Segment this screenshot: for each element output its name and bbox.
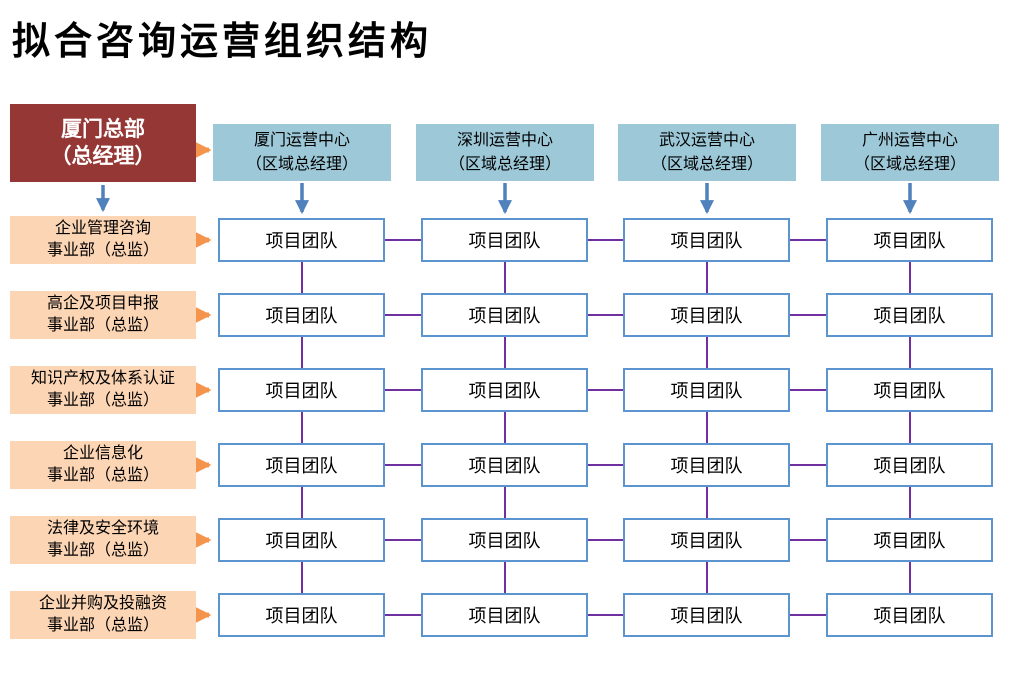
project-team-label: 项目团队 — [468, 456, 541, 476]
division-box-ip-certification: 知识产权及体系认证 事业部（总监） — [10, 366, 196, 414]
project-team-box: 项目团队 — [218, 293, 385, 337]
project-team-box: 项目团队 — [421, 218, 588, 262]
division-name: 知识产权及体系认证 — [30, 369, 175, 387]
project-team-label: 项目团队 — [468, 531, 541, 551]
project-team-label: 项目团队 — [670, 381, 743, 401]
project-team-label: 项目团队 — [670, 606, 743, 626]
project-team-label: 项目团队 — [265, 531, 338, 551]
division-name: 企业信息化 — [62, 444, 143, 462]
project-team-box: 项目团队 — [421, 593, 588, 637]
project-team-box: 项目团队 — [623, 368, 790, 412]
division-box-ma-investment: 企业并购及投融资 事业部（总监） — [10, 591, 196, 639]
project-team-box: 项目团队 — [826, 368, 993, 412]
project-team-box: 项目团队 — [218, 518, 385, 562]
division-role: 事业部（总监） — [46, 392, 159, 409]
project-team-label: 项目团队 — [873, 606, 946, 626]
project-team-box: 项目团队 — [421, 443, 588, 487]
project-team-box: 项目团队 — [421, 368, 588, 412]
division-role: 事业部（总监） — [46, 617, 159, 634]
project-team-box: 项目团队 — [623, 218, 790, 262]
headquarters-name: 厦门总部 — [61, 117, 145, 141]
project-team-box: 项目团队 — [218, 593, 385, 637]
division-box-informatization: 企业信息化 事业部（总监） — [10, 441, 196, 489]
project-team-box: 项目团队 — [421, 518, 588, 562]
project-team-box: 项目团队 — [623, 293, 790, 337]
project-team-label: 项目团队 — [468, 231, 541, 251]
project-team-label: 项目团队 — [873, 456, 946, 476]
center-box-wuhan: 武汉运营中心 （区域总经理） — [618, 124, 796, 181]
division-box-legal-safety: 法律及安全环境 事业部（总监） — [10, 516, 196, 564]
division-name: 法律及安全环境 — [46, 519, 159, 537]
center-name: 广州运营中心 — [861, 132, 958, 150]
center-role: （区域总经理） — [245, 155, 358, 173]
project-team-label: 项目团队 — [873, 231, 946, 251]
project-team-label: 项目团队 — [265, 606, 338, 626]
project-team-label: 项目团队 — [670, 306, 743, 326]
project-team-box: 项目团队 — [623, 518, 790, 562]
headquarters-role: （总经理） — [50, 145, 156, 168]
project-team-box: 项目团队 — [421, 293, 588, 337]
project-team-box: 项目团队 — [826, 293, 993, 337]
division-role: 事业部（总监） — [46, 317, 159, 334]
center-role: （区域总经理） — [448, 155, 561, 173]
project-team-box: 项目团队 — [826, 218, 993, 262]
project-team-label: 项目团队 — [873, 306, 946, 326]
project-team-label: 项目团队 — [670, 531, 743, 551]
center-name: 厦门运营中心 — [253, 132, 350, 150]
division-name: 企业并购及投融资 — [38, 594, 167, 612]
center-name: 深圳运营中心 — [456, 132, 553, 150]
project-team-label: 项目团队 — [265, 231, 338, 251]
center-box-shenzhen: 深圳运营中心 （区域总经理） — [416, 124, 594, 181]
project-team-box: 项目团队 — [826, 443, 993, 487]
division-role: 事业部（总监） — [46, 467, 159, 484]
project-team-label: 项目团队 — [265, 306, 338, 326]
division-box-management-consulting: 企业管理咨询 事业部（总监） — [10, 216, 196, 264]
project-team-label: 项目团队 — [265, 381, 338, 401]
division-name: 企业管理咨询 — [54, 219, 151, 237]
project-team-label: 项目团队 — [468, 606, 541, 626]
project-team-box: 项目团队 — [218, 218, 385, 262]
division-box-hightech-filing: 高企及项目申报 事业部（总监） — [10, 291, 196, 339]
page-title: 拟合咨询运营组织结构 — [12, 21, 433, 63]
project-team-label: 项目团队 — [670, 456, 743, 476]
project-team-label: 项目团队 — [670, 231, 743, 251]
division-name: 高企及项目申报 — [46, 294, 159, 312]
project-team-box: 项目团队 — [826, 518, 993, 562]
project-team-label: 项目团队 — [265, 456, 338, 476]
project-team-label: 项目团队 — [873, 381, 946, 401]
project-team-box: 项目团队 — [623, 593, 790, 637]
division-role: 事业部（总监） — [46, 542, 159, 559]
center-box-xiamen: 厦门运营中心 （区域总经理） — [213, 124, 391, 181]
project-team-label: 项目团队 — [873, 531, 946, 551]
project-team-label: 项目团队 — [468, 381, 541, 401]
center-box-guangzhou: 广州运营中心 （区域总经理） — [821, 124, 999, 181]
project-team-box: 项目团队 — [218, 443, 385, 487]
division-role: 事业部（总监） — [46, 242, 159, 259]
center-role: （区域总经理） — [650, 155, 763, 173]
center-role: （区域总经理） — [853, 155, 966, 173]
project-team-label: 项目团队 — [468, 306, 541, 326]
project-team-box: 项目团队 — [623, 443, 790, 487]
project-team-box: 项目团队 — [826, 593, 993, 637]
center-name: 武汉运营中心 — [658, 132, 755, 150]
project-team-box: 项目团队 — [218, 368, 385, 412]
headquarters-box: 厦门总部 （总经理） — [10, 104, 196, 182]
